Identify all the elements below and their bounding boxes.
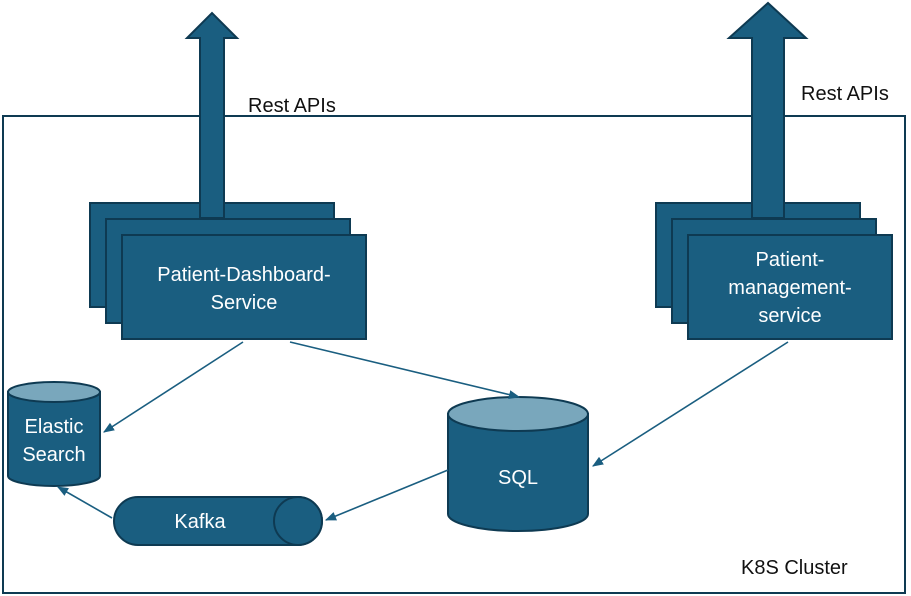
rest-api-arrow-right <box>726 1 809 219</box>
dashboard-to-elastic-arrow <box>103 341 244 433</box>
management-service-label-line3: service <box>758 305 821 327</box>
rest-api-arrow-left <box>184 11 240 219</box>
sql-cylinder[interactable] <box>447 396 589 532</box>
dashboard-service-label-line2: Service <box>211 292 278 314</box>
k8s-cluster-boundary <box>2 115 906 594</box>
dashboard-to-sql-arrow <box>289 341 521 400</box>
sql-label: SQL <box>498 467 538 489</box>
connectors <box>57 341 789 521</box>
elastic-search-label-line2: Search <box>22 444 85 466</box>
kafka-queue[interactable] <box>113 496 323 546</box>
rest-api-label-right: Rest APIs <box>801 83 889 105</box>
management-service-stack[interactable] <box>655 202 893 340</box>
k8s-cluster-label: K8S Cluster <box>741 557 848 579</box>
sql-to-kafka-arrow <box>324 469 449 521</box>
kafka-to-elastic-arrow <box>57 486 113 519</box>
elastic-search-cylinder[interactable] <box>7 381 101 487</box>
elastic-search-label-line1: Elastic <box>25 416 84 438</box>
kafka-label: Kafka <box>174 511 226 533</box>
dashboard-service-label-line1: Patient-Dashboard- <box>157 264 330 286</box>
rest-api-label-left: Rest APIs <box>248 95 336 117</box>
management-service-label-line1: Patient- <box>756 249 825 271</box>
management-to-sql-arrow <box>592 341 789 467</box>
management-service-label-line2: management- <box>728 277 851 299</box>
